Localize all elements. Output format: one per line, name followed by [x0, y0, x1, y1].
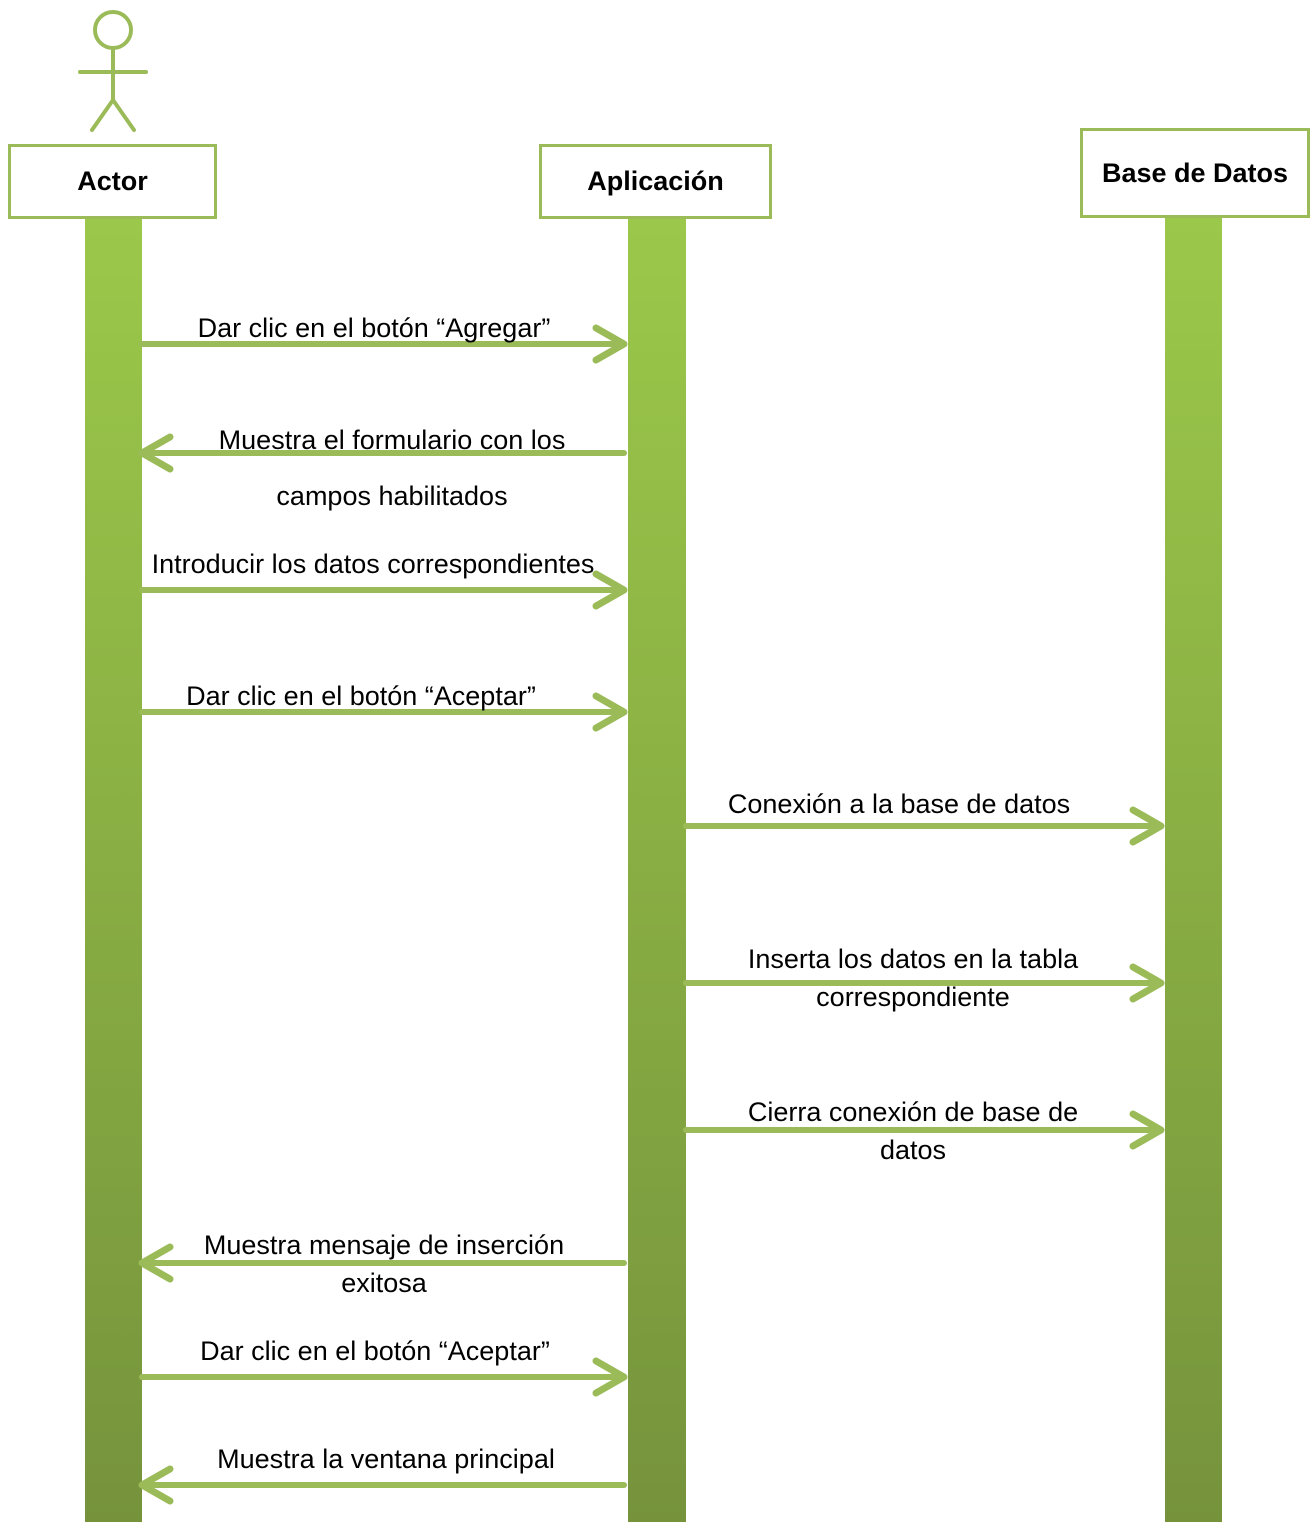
lifeline-header-app: Aplicación — [539, 144, 772, 219]
lifeline-bar-db — [1165, 218, 1222, 1522]
message-label: Conexión a la base de datos — [727, 789, 1071, 819]
lifeline-label: Aplicación — [587, 166, 724, 196]
message-arrow — [683, 806, 1165, 846]
message-arrow — [138, 433, 627, 473]
message-arrow — [139, 1357, 628, 1397]
message-arrow — [683, 963, 1165, 1003]
message-label: Muestra la ventana principal — [217, 1444, 555, 1474]
message-label: Dar clic en el botón “Aceptar” — [200, 1336, 550, 1366]
lifeline-header-actor: Actor — [8, 144, 217, 219]
message-arrow — [138, 1243, 627, 1283]
message-arrow — [683, 1110, 1165, 1150]
lifeline-bar-app — [628, 219, 686, 1522]
message-label: Introducir los datos correspondientes — [151, 549, 595, 579]
message-arrow — [139, 692, 628, 732]
message-arrow — [139, 570, 628, 610]
stick-figure-icon — [78, 10, 148, 132]
message-arrow — [139, 324, 628, 364]
lifeline-label: Base de Datos — [1101, 157, 1289, 188]
lifeline-header-db: Base de Datos — [1080, 128, 1310, 218]
message-label: Dar clic en el botón “Aceptar” — [186, 681, 536, 711]
message-arrow — [138, 1465, 627, 1505]
message-label: Dar clic en el botón “Agregar” — [197, 313, 551, 343]
lifeline-bar-actor — [85, 219, 142, 1522]
lifeline-label: Actor — [77, 166, 148, 196]
